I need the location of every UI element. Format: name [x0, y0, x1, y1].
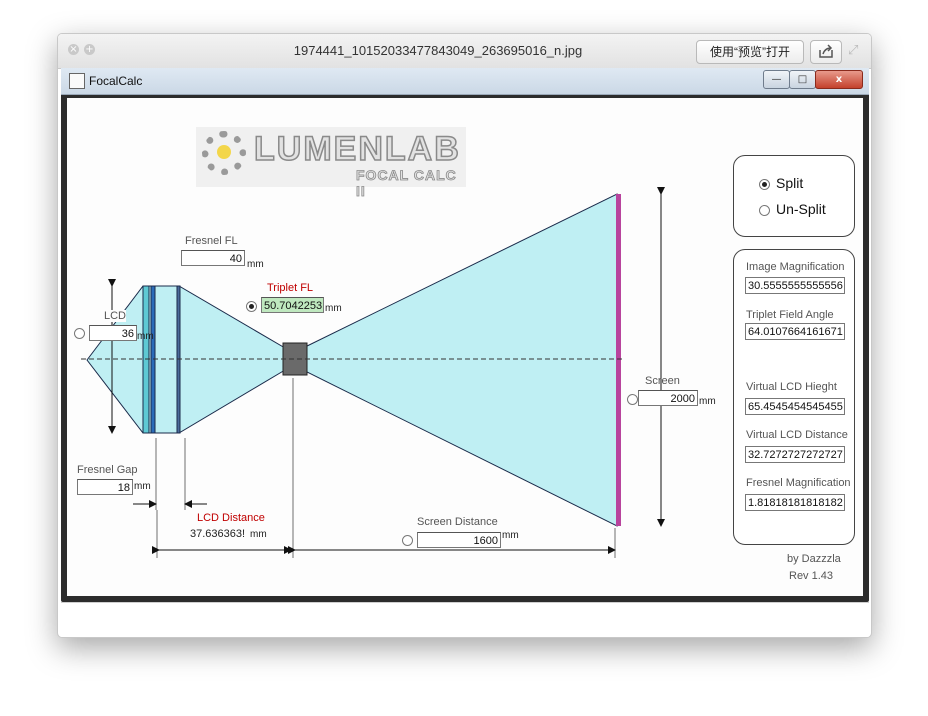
logo-brand: LUMENLAB	[253, 129, 461, 169]
close-button[interactable]: x	[815, 70, 863, 89]
maximize-button[interactable]: □	[789, 70, 816, 89]
fresnel-gap-unit: mm	[134, 481, 151, 492]
virtual-lcd-height-field[interactable]: 65.4545454545455	[745, 398, 845, 415]
minimize-button[interactable]: —	[763, 70, 790, 89]
split-radio[interactable]	[759, 179, 770, 190]
unsplit-label[interactable]: Un-Split	[776, 201, 826, 217]
fresnel-gap-input[interactable]: 18	[77, 479, 133, 495]
gear-icon	[202, 131, 246, 175]
fresnel-magnification-label: Fresnel Magnification	[746, 477, 851, 489]
viewer-footer	[61, 602, 869, 637]
screen-radio[interactable]	[627, 394, 638, 405]
fresnel-fl-label: Fresnel FL	[185, 235, 238, 247]
screen-bar	[616, 194, 621, 526]
screen-unit: mm	[699, 396, 716, 407]
screen-input[interactable]: 2000	[638, 390, 698, 406]
app-icon	[69, 73, 85, 89]
lcd-radio[interactable]	[74, 328, 85, 339]
split-label[interactable]: Split	[776, 175, 804, 191]
focalcalc-window: FocalCalc — □ x LUMENLAB FOCAL CALC II	[61, 68, 869, 602]
lcd-distance-value: 37.636363!	[190, 528, 246, 540]
calculator-canvas: LUMENLAB FOCAL CALC II	[67, 98, 863, 596]
lcd-distance-unit: mm	[250, 529, 267, 540]
projection-light-cone	[302, 193, 618, 527]
screen-distance-input[interactable]: 1600	[417, 532, 501, 548]
screen-distance-unit: mm	[502, 530, 519, 541]
triplet-fl-radio[interactable]	[246, 301, 257, 312]
logo-product: FOCAL CALC II	[356, 167, 457, 200]
share-icon	[819, 44, 833, 58]
triplet-field-angle-label: Triplet Field Angle	[746, 309, 834, 321]
screen-distance-label: Screen Distance	[417, 516, 498, 528]
lcd-distance-label: LCD Distance	[197, 512, 265, 524]
triplet-field-angle-field[interactable]: 64.0107664161671	[745, 323, 845, 340]
virtual-lcd-height-label: Virtual LCD Hieght	[746, 381, 837, 393]
optics-diagram	[81, 187, 665, 558]
viewer-toolbar: × + 1974441_10152033477843049_263695016_…	[58, 34, 871, 69]
triplet-fl-input[interactable]: 50.7042253!	[261, 297, 324, 313]
window-titlebar: FocalCalc — □ x	[61, 68, 869, 95]
lcd-input[interactable]: 36	[89, 325, 137, 341]
screen-distance-radio[interactable]	[402, 535, 413, 546]
triplet-fl-label: Triplet FL	[267, 282, 314, 294]
triplet-fl-unit: mm	[325, 303, 342, 314]
lcd-unit: mm	[137, 331, 154, 342]
fresnel-fl-unit: mm	[247, 259, 264, 270]
virtual-lcd-distance-label: Virtual LCD Distance	[746, 429, 848, 441]
window-title: FocalCalc	[89, 74, 143, 88]
unsplit-radio[interactable]	[759, 205, 770, 216]
results-panel: Image Magnification 30.5555555555556 Tri…	[733, 249, 855, 545]
image-magnification-label: Image Magnification	[746, 261, 845, 273]
screen-label: Screen	[645, 375, 680, 387]
revision-text: Rev 1.43	[789, 570, 834, 582]
lumenlab-logo: LUMENLAB FOCAL CALC II	[196, 127, 466, 199]
image-magnification-field[interactable]: 30.5555555555556	[745, 277, 845, 294]
open-in-preview-button[interactable]: 使用“预览”打开	[696, 40, 804, 64]
virtual-lcd-distance-field[interactable]: 32.7272727272727	[745, 446, 845, 463]
mode-panel: Split Un-Split	[733, 155, 855, 237]
fresnel-magnification-field[interactable]: 1.81818181818182	[745, 494, 845, 511]
bulb-icon	[217, 145, 231, 159]
author-credit: by Dazzzla	[787, 553, 841, 565]
lcd-label: LCD	[104, 310, 127, 322]
share-button[interactable]	[810, 40, 842, 64]
fresnel-gap-label: Fresnel Gap	[77, 464, 138, 476]
viewer-zoom-icon[interactable]: +	[84, 44, 95, 55]
triplet-lens	[282, 342, 308, 376]
viewer-filename: 1974441_10152033477843049_263695016_n.jp…	[293, 43, 583, 58]
fresnel-fl-input[interactable]: 40	[181, 250, 245, 266]
fullscreen-icon[interactable]: ⤢	[848, 43, 859, 58]
viewer-close-icon[interactable]: ×	[68, 44, 79, 55]
image-viewer-window: × + 1974441_10152033477843049_263695016_…	[57, 33, 872, 638]
